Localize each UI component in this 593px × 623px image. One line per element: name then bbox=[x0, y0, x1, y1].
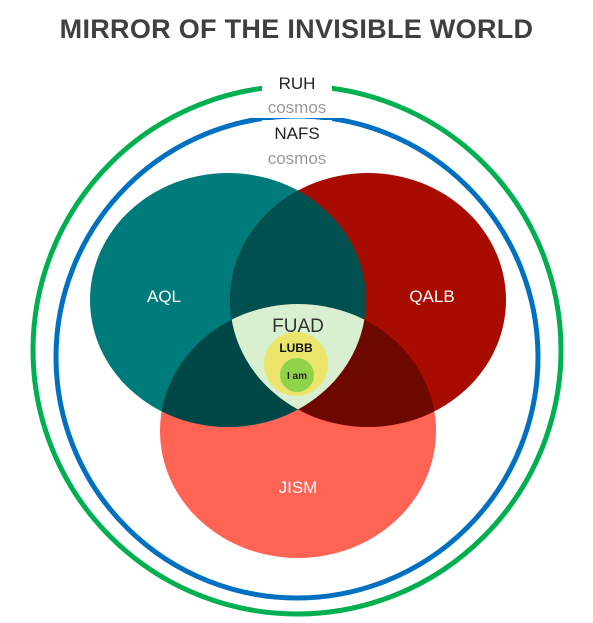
ruh-label: RUH bbox=[279, 74, 316, 93]
qalb-jism-overlap bbox=[230, 304, 436, 427]
nafs-cosmos-label: cosmos bbox=[268, 149, 327, 168]
lubb-label: LUBB bbox=[279, 341, 313, 355]
i-am-label: I am bbox=[287, 371, 307, 382]
i-am-circle bbox=[280, 358, 314, 392]
qalb-label: QALB bbox=[409, 287, 454, 306]
diagram-title: MIRROR OF THE INVISIBLE WORLD bbox=[59, 14, 534, 44]
fuad-label: FUAD bbox=[272, 316, 324, 337]
ruh-cosmos-label: cosmos bbox=[268, 98, 327, 117]
aql-jism-overlap bbox=[160, 304, 366, 427]
jism-label: JISM bbox=[279, 478, 318, 497]
nafs-label: NAFS bbox=[274, 124, 319, 143]
aql-label: AQL bbox=[147, 287, 181, 306]
